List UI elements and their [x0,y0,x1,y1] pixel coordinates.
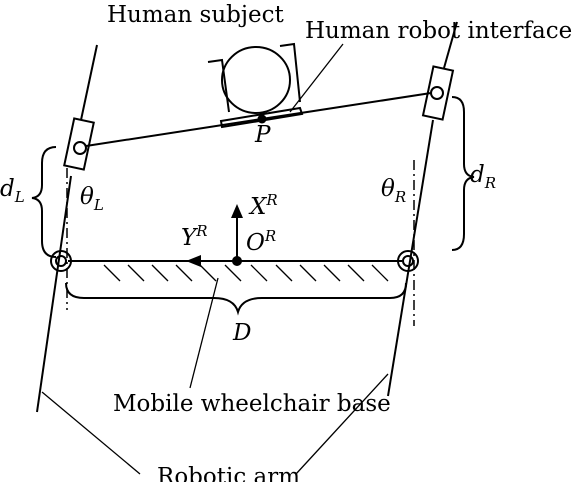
base-distance-brace [65,282,407,316]
arm-leader-left [41,391,141,475]
left-distance-label: dL [0,176,25,206]
left-arm-upper [80,44,98,121]
right-arm-lower [387,119,434,397]
x-axis-label: XR [248,191,278,220]
right-wheel [397,250,419,272]
base-hatching [103,264,389,282]
base-leader [189,277,219,389]
arm-leader-right [295,373,389,475]
y-axis-arrowhead [186,255,201,267]
interface-label: Human robot interface [305,18,572,44]
human-subject-figure [207,42,304,129]
right-arm-upper [443,21,458,69]
point-p-label: P [254,122,271,148]
base-label: Mobile wheelchair base [113,391,391,417]
arm-label: Robotic arm [157,464,300,482]
y-axis-label: YR [181,222,207,251]
theta-left-label: θL [80,184,104,214]
origin-label: OR [246,227,276,256]
left-joint-block [63,117,95,171]
right-distance-label: dR [470,162,496,192]
theta-right-label: θR [381,176,406,206]
point-p-marker [257,114,267,124]
human-subject-label: Human subject [107,2,284,28]
right-distance-brace [451,96,475,251]
base-distance-label: D [232,320,251,346]
left-wheel [50,250,72,272]
interface-leader [289,43,344,113]
left-arm-lower [36,175,72,413]
x-axis-arrowhead [231,204,243,218]
left-distance-brace [31,146,57,258]
